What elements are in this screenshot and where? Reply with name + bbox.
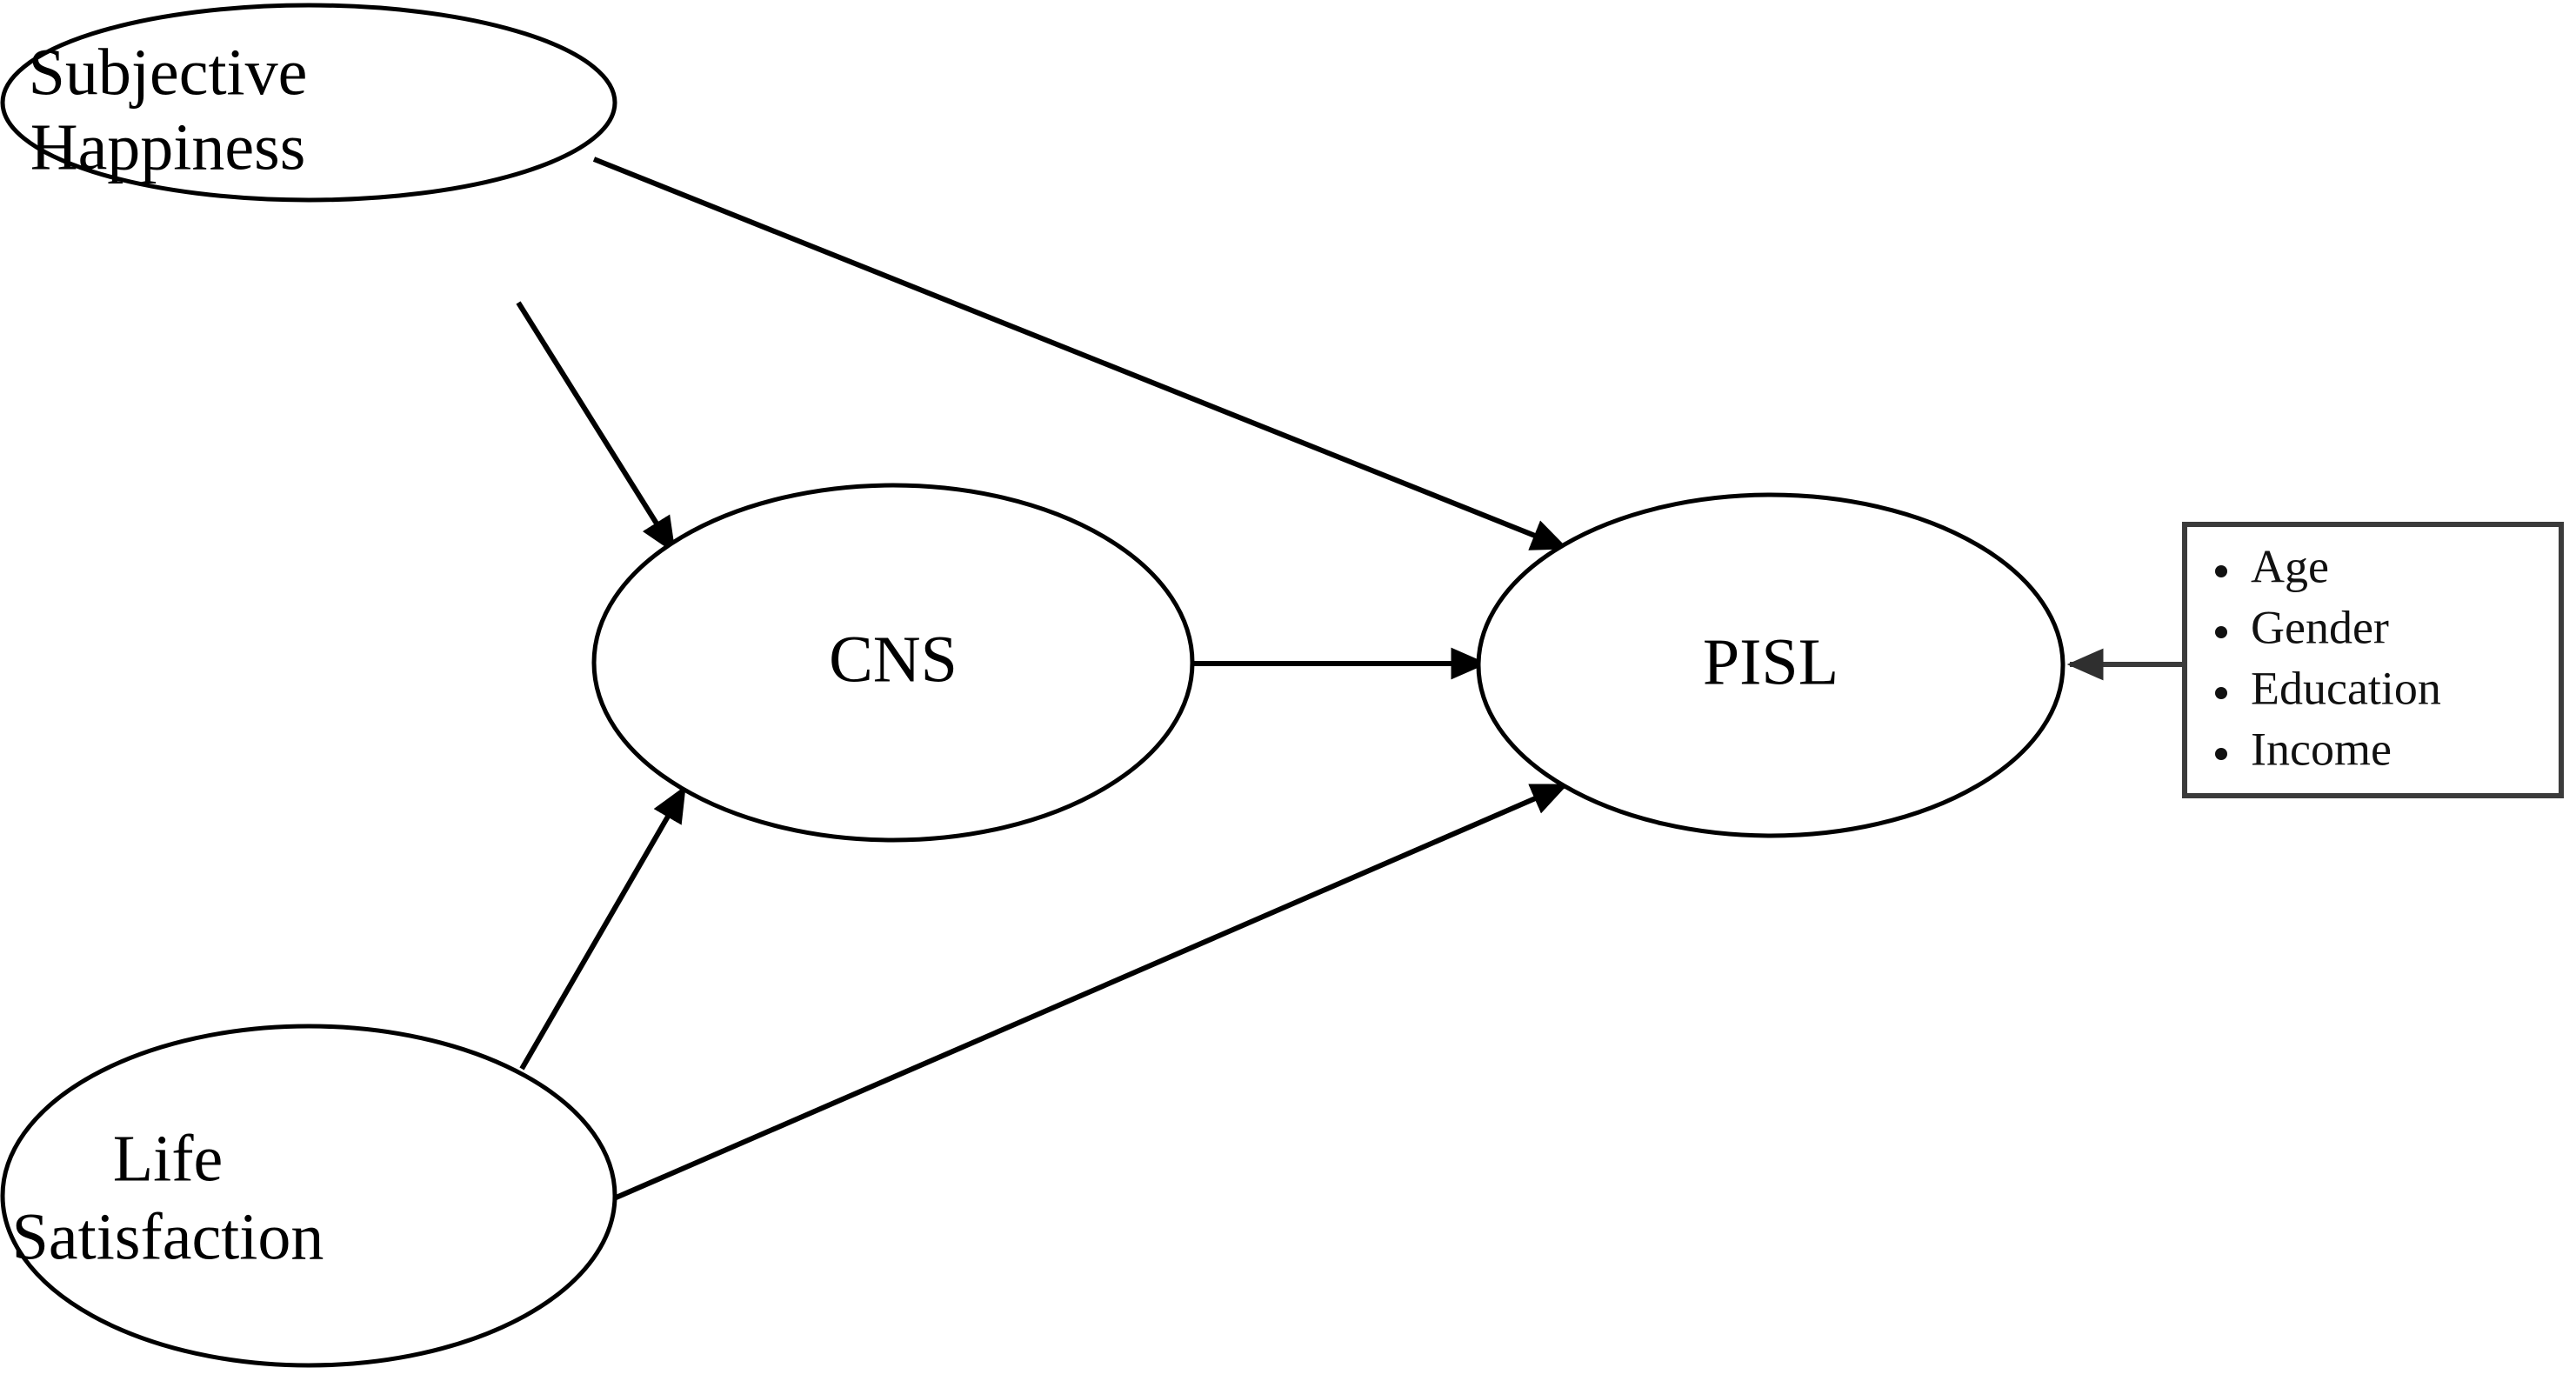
ellipse-pisl[interactable]: [1476, 492, 2065, 838]
bullet-dot-icon: [2215, 626, 2227, 638]
covariate-item-gender: Gender: [2251, 601, 2389, 653]
node-label-pisl: PISL: [1703, 625, 1839, 698]
covariate-item-education: Education: [2251, 662, 2441, 714]
node-label-cns: CNS: [829, 623, 958, 696]
edge-life-satisfaction-to-pisl: [598, 783, 1569, 1207]
node-pisl[interactable]: PISL: [1476, 492, 2065, 838]
node-life-satisfaction[interactable]: Life Satisfaction: [0, 1024, 617, 1368]
bullet-dot-icon: [2215, 748, 2227, 760]
ellipse-life-satisfaction[interactable]: [0, 1024, 617, 1368]
node-subjective-happiness[interactable]: Subjective Happiness: [0, 3, 617, 203]
covariate-box-outline[interactable]: [2182, 522, 2564, 798]
bullet-dot-icon: [2215, 565, 2227, 577]
edge-subjective-happiness-to-cns: [516, 301, 677, 554]
edge-life-satisfaction-to-cns: [519, 785, 687, 1071]
bullet-dot-icon: [2215, 687, 2227, 699]
covariate-item-age: Age: [2251, 540, 2329, 592]
ellipse-subjective-happiness[interactable]: [0, 3, 617, 203]
node-label-subjective-happiness-line2: Happiness: [30, 110, 306, 183]
covariate-item-income: Income: [2251, 723, 2392, 775]
node-label-subjective-happiness-line1: Subjective: [29, 36, 308, 109]
covariate-box[interactable]: Age Gender Education Income: [2182, 522, 2564, 798]
node-label-life-satisfaction-line1: Life: [113, 1122, 224, 1195]
edge-subjective-happiness-to-pisl: [592, 157, 1569, 550]
ellipse-cns[interactable]: [591, 483, 1195, 843]
node-label-life-satisfaction-line2: Satisfaction: [12, 1200, 324, 1273]
node-cns[interactable]: CNS: [591, 483, 1195, 843]
